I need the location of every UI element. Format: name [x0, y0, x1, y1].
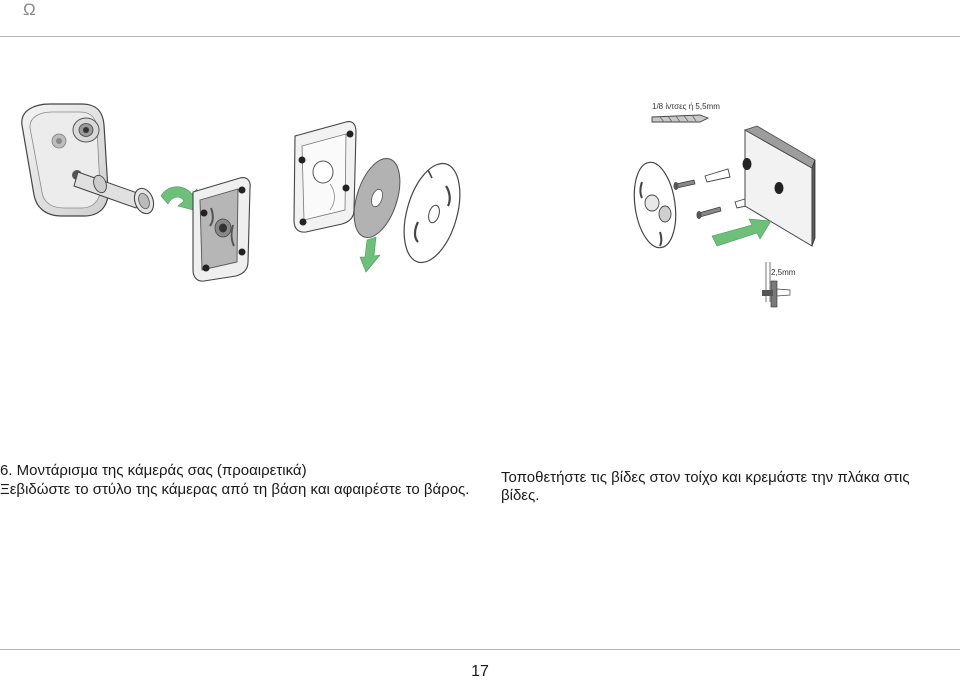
mounting-illustration: 1/8 ίντσες ή 5,5mm: [21, 102, 816, 308]
bottom-divider: [0, 649, 960, 650]
depth-detail: [762, 262, 791, 308]
wall-mount-body: Τοποθετήστε τις βίδες στον τοίχο και κρε…: [501, 469, 910, 504]
step-body: Ξεβιδώστε το στύλο της κάμερας από τη βά…: [0, 481, 470, 498]
camera-base: [192, 177, 251, 282]
weight-disc: [353, 158, 401, 238]
camera-stalk: [73, 171, 155, 215]
step-title: 6. Μοντάρισμα της κάμεράς σας (προαιρετι…: [0, 462, 307, 479]
screw-upper: [673, 179, 696, 190]
unscrew-arrow-icon: [160, 186, 198, 212]
camera-body: [21, 103, 109, 217]
drill-size-label: 1/8 ίντσες ή 5,5mm: [652, 102, 720, 111]
anchor-upper: [704, 168, 731, 183]
wall-plate: [403, 162, 461, 264]
wall-mount-instruction: Τοποθετήστε τις βίδες στον τοίχο και κρε…: [501, 469, 951, 505]
push-to-wall-arrow-icon: [711, 218, 772, 247]
drill-bit-icon: [651, 114, 710, 123]
wall-section: [742, 125, 816, 247]
page-number: 17: [471, 663, 489, 680]
top-divider: [0, 36, 960, 37]
mount-plate: [633, 161, 677, 249]
brand-logo: Ω: [23, 0, 36, 19]
depth-label: 2,5mm: [771, 268, 796, 277]
screw-lower: [696, 206, 722, 219]
step-6-instruction: 6. Μοντάρισμα της κάμεράς σας (προαιρετι…: [0, 461, 470, 499]
remove-weight-arrow-icon: [359, 236, 381, 273]
empty-base: [293, 121, 357, 233]
